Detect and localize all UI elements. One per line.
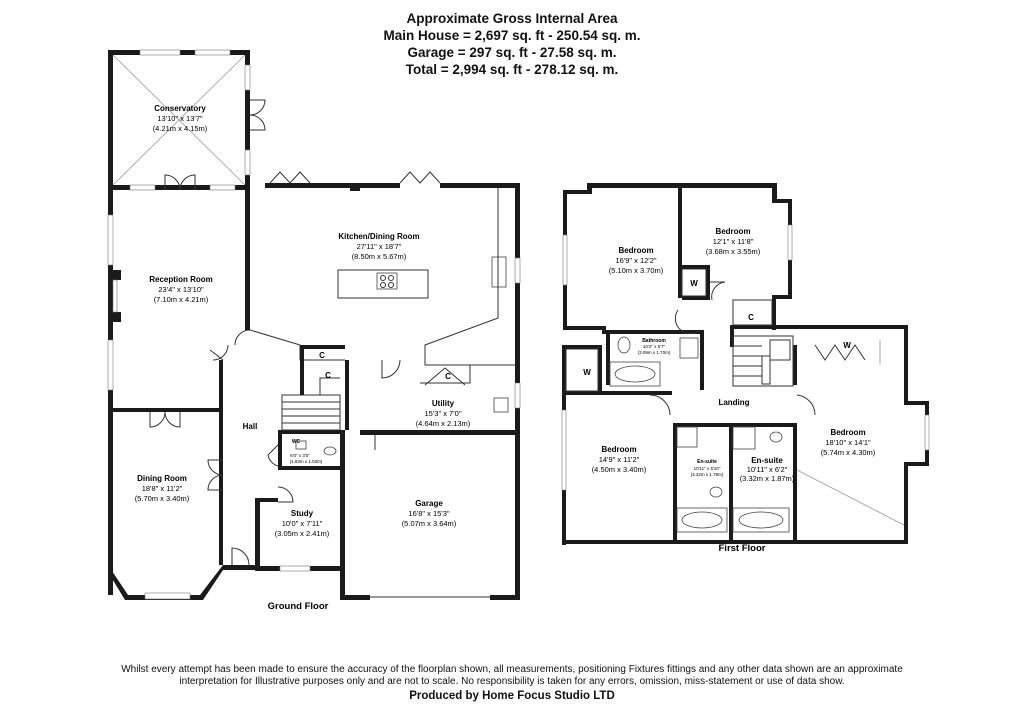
utility-metric: (4.64m x 2.13m) — [416, 419, 471, 428]
kitchen-metric: (8.50m x 5.67m) — [352, 252, 407, 261]
conservatory-walls — [108, 49, 266, 190]
cupboard-label-1: C — [319, 351, 325, 360]
conservatory-name: Conservatory — [154, 104, 206, 113]
reception-name: Reception Room — [149, 275, 213, 284]
dining-walls — [108, 349, 224, 600]
disclaimer-footer: Whilst every attempt has been made to en… — [0, 664, 1024, 702]
ensuite2-imperial: 10'11" x 6'2" — [747, 465, 788, 474]
first-floor-label: First Floor — [719, 543, 766, 554]
first-floor-fixtures — [565, 268, 866, 533]
kitchen-walls — [249, 171, 521, 450]
area-summary: Approximate Gross Internal Area Main Hou… — [0, 10, 1024, 78]
bedroom2-metric: (3.68m x 3.55m) — [706, 247, 761, 256]
garage-area: Garage = 297 sq. ft - 27.58 sq. m. — [407, 45, 617, 60]
bathroom-name: Bathroom — [642, 338, 666, 344]
ground-floor-label: Ground Floor — [268, 601, 329, 612]
main-house-area: Main House = 2,697 sq. ft - 250.54 sq. m… — [383, 28, 641, 43]
wc-metric: (1.83m x 1.03m) — [290, 459, 323, 464]
dining-name: Dining Room — [137, 474, 187, 483]
bathroom-metric: (3.09m x 1.70m) — [638, 350, 671, 355]
ensuite1-metric: (3.32m x 1.78m) — [691, 472, 724, 477]
ensuite1-name: En-suite — [697, 459, 717, 465]
ground-floor-plan: C C C Conservatory 13'10" x 13'7" (4.21m… — [107, 49, 521, 612]
ensuite1-imperial: 10'11" x 5'10" — [694, 466, 721, 471]
bedroom2-imperial: 12'1" x 11'8" — [713, 237, 754, 246]
produced-by: Produced by Home Focus Studio LTD — [409, 690, 615, 702]
garage-walls — [340, 430, 520, 600]
bedroom3-name: Bedroom — [601, 445, 636, 454]
study-imperial: 10'0" x 7'11" — [282, 519, 323, 528]
bedroom4-name: Bedroom — [830, 428, 865, 437]
bathroom-imperial: 10'2" x 5'7" — [643, 344, 666, 349]
first-floor-walls — [561, 183, 930, 545]
ensuite2-name: En-suite — [751, 456, 783, 465]
total-area: Total = 2,994 sq. ft - 278.12 sq. m. — [405, 62, 619, 77]
utility-name: Utility — [432, 399, 455, 408]
reception-walls — [107, 174, 250, 595]
conservatory-imperial: 13'10" x 13'7" — [157, 114, 203, 123]
ensuite2-metric: (3.32m x 1.87m) — [740, 474, 795, 483]
garage-metric: (5.07m x 3.64m) — [402, 519, 457, 528]
wc-name: WC — [292, 439, 301, 445]
dining-imperial: 18'8" x 11'2" — [142, 484, 183, 493]
reception-imperial: 23'4" x 13'10" — [158, 285, 204, 294]
hall-name: Hall — [243, 422, 258, 431]
bedroom1-imperial: 16'9" x 12'2" — [615, 256, 656, 265]
conservatory-metric: (4.21m x 4.15m) — [153, 124, 208, 133]
garage-imperial: 16'8" x 15'3" — [408, 509, 449, 518]
utility-imperial: 15'3" x 7'0" — [425, 409, 462, 418]
kitchen-name: Kitchen/Dining Room — [338, 232, 419, 241]
study-name: Study — [291, 509, 314, 518]
kitchen-imperial: 27'11" x 18'7" — [357, 242, 402, 251]
bedroom3-metric: (4.50m x 3.40m) — [592, 465, 647, 474]
ground-stairs — [281, 377, 341, 431]
area-title: Approximate Gross Internal Area — [406, 11, 618, 26]
bedroom4-metric: (5.74m x 4.30m) — [821, 448, 876, 457]
bedroom4-imperial: 18'10" x 14'1" — [825, 438, 871, 447]
wc-imperial: 6'0" x 3'5" — [290, 453, 310, 458]
wardrobe-label-1: W — [690, 279, 698, 288]
disclaimer-line-1: Whilst every attempt has been made to en… — [121, 664, 903, 675]
cupboard-label-first: C — [748, 313, 754, 322]
wardrobe-label-2: W — [583, 368, 591, 377]
study-metric: (3.05m x 2.41m) — [275, 529, 330, 538]
reception-metric: (7.10m x 4.21m) — [154, 295, 209, 304]
hall-study-walls — [212, 325, 345, 595]
bedroom2-name: Bedroom — [715, 227, 750, 236]
cupboard-label-2: C — [325, 371, 331, 380]
garage-name: Garage — [415, 499, 443, 508]
bedroom1-metric: (5.10m x 3.70m) — [609, 266, 664, 275]
cupboard-label-3: C — [445, 372, 451, 381]
disclaimer-line-2: interpretation for Illustrative purposes… — [179, 676, 845, 687]
first-floor-plan: W W W C Bedroom 16'9" x 12'2" (5.10m x 3… — [561, 183, 930, 554]
wardrobe-label-3: W — [843, 341, 851, 350]
landing-name: Landing — [718, 398, 749, 407]
bedroom3-imperial: 14'9" x 11'2" — [599, 455, 640, 464]
dining-metric: (5.70m x 3.40m) — [135, 494, 190, 503]
bedroom1-name: Bedroom — [618, 246, 653, 255]
